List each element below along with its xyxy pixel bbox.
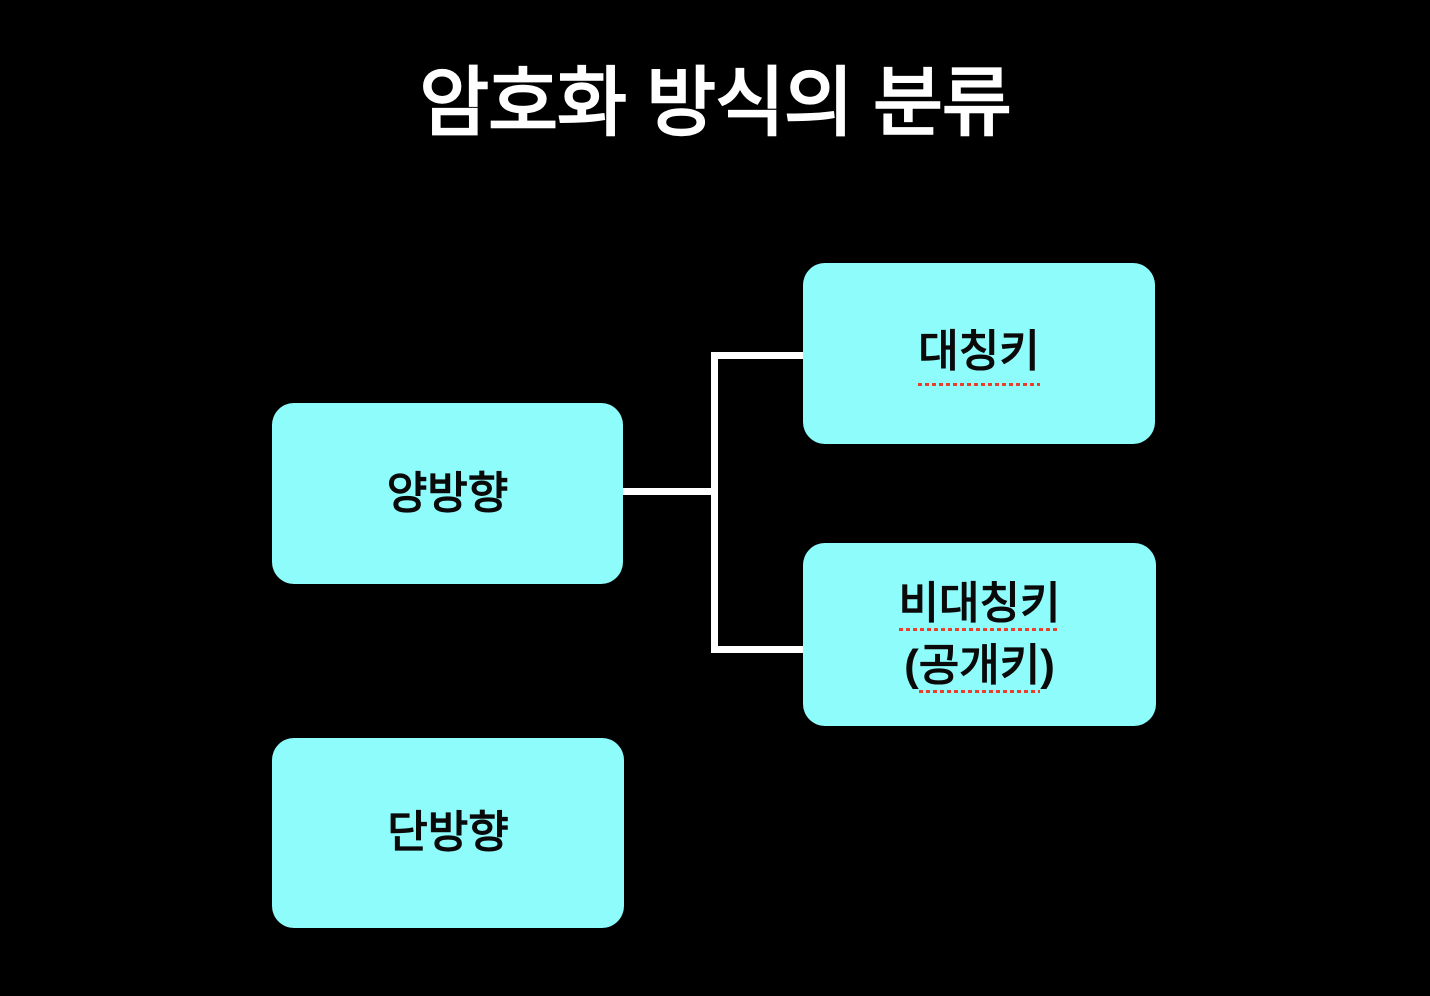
node-asymmetric-key-line2: (공개키)	[904, 635, 1055, 697]
connector-to-symmetric-key	[711, 352, 806, 359]
connector-vertical-spine	[711, 352, 718, 653]
diagram-title: 암호화 방식의 분류	[419, 61, 1012, 146]
node-asymmetric-open-paren: (	[904, 640, 919, 690]
node-asymmetric-key: 비대칭키 (공개키)	[803, 543, 1156, 726]
node-bidirectional: 양방향	[272, 403, 623, 584]
node-asymmetric-key-line1: 비대칭키	[898, 573, 1061, 635]
node-one-way-label: 단방향	[387, 808, 509, 857]
connector-bidirectional-stub	[623, 488, 714, 495]
node-symmetric-key-label: 대칭키	[918, 321, 1040, 386]
node-asymmetric-key-label: 비대칭키	[898, 578, 1061, 631]
node-symmetric-key: 대칭키	[803, 263, 1155, 444]
node-asymmetric-public-key-label: 공개키	[918, 640, 1041, 693]
node-bidirectional-label: 양방향	[386, 468, 509, 518]
node-one-way: 단방향	[272, 738, 624, 928]
node-asymmetric-close-paren: )	[1040, 640, 1055, 690]
connector-to-asymmetric-key	[711, 646, 806, 653]
